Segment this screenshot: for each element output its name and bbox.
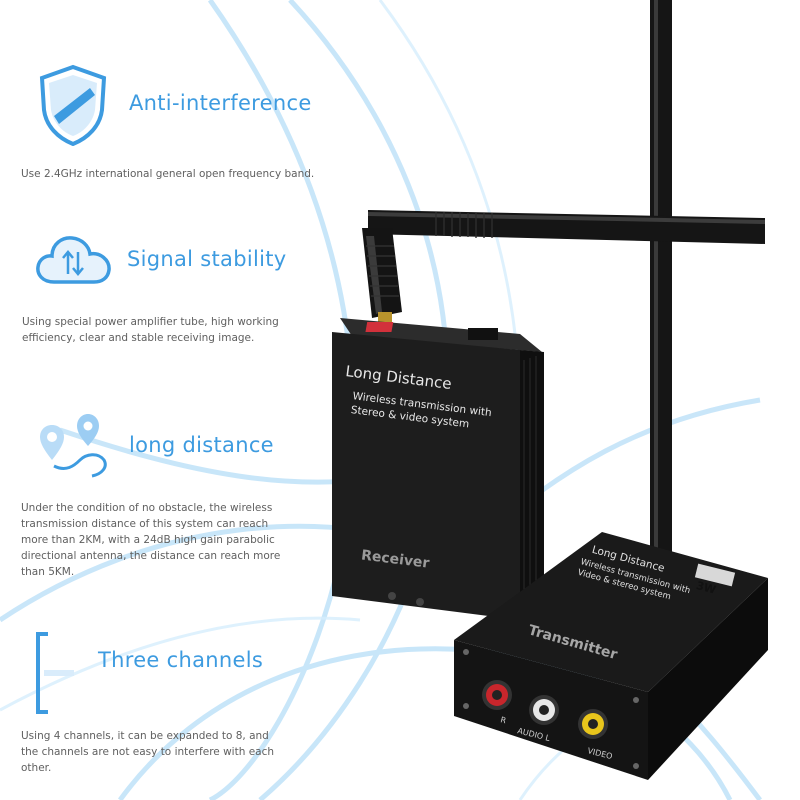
feature-title-three-channels: Three channels <box>98 648 264 672</box>
shield-icon <box>39 64 107 146</box>
cloud-signal-icon <box>36 236 111 284</box>
feature-title-long-distance: long distance <box>129 433 274 457</box>
feature-desc-long-distance: Under the condition of no obstacle, the … <box>21 502 281 578</box>
rca-port-red <box>482 680 512 710</box>
transmitter-box <box>454 532 768 780</box>
receiver-antenna-elbow <box>362 228 402 324</box>
rca-port-white <box>529 695 559 725</box>
rca-port-yellow <box>578 709 608 739</box>
transmitter-antenna-vertical <box>650 0 672 560</box>
channels-icon <box>36 632 74 714</box>
port-label-r: R <box>500 715 508 725</box>
transmitter-power-badge: 3W <box>695 579 717 597</box>
feature-desc-anti-interference: Use 2.4GHz international general open fr… <box>21 168 315 180</box>
location-pin-icon <box>40 414 107 478</box>
feature-title-signal-stability: Signal stability <box>127 247 287 271</box>
feature-desc-signal-stability: Using special power amplifier tube, high… <box>22 316 279 344</box>
receiver-box <box>332 318 544 620</box>
feature-title-anti-interference: Anti-interference <box>129 91 312 115</box>
feature-desc-three-channels: Using 4 channels, it can be expanded to … <box>21 730 275 774</box>
receiver-antenna-horizontal <box>368 210 765 244</box>
